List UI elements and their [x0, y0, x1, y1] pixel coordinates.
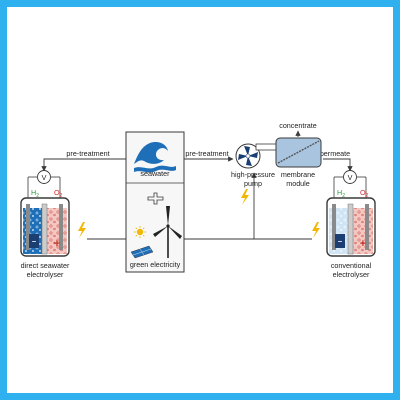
o2-label: O2	[360, 188, 369, 199]
conventional-electrolyser-label-line1: conventional	[331, 261, 372, 270]
pretreatment-right-label: pre-treatment	[185, 149, 228, 158]
permeate-label: permeate	[320, 149, 350, 158]
direct-seawater-electrolyser: V H2 O2 − +	[20, 170, 70, 257]
seawater-label: seawater	[140, 169, 170, 178]
svg-text:V: V	[348, 173, 353, 182]
anode-plus: +	[360, 238, 366, 250]
anode-plus: +	[54, 238, 60, 250]
plus-icon	[147, 192, 164, 205]
pump-icon	[235, 143, 277, 169]
pump-label-line2: pump	[244, 179, 262, 188]
wind-turbine-icon	[153, 206, 182, 258]
membrane-label-line2: module	[286, 179, 310, 188]
pretreatment-left-label: pre-treatment	[66, 149, 109, 158]
membrane-module	[275, 137, 322, 168]
conventional-electrolyser-label-line2: electrolyser	[333, 270, 370, 279]
solar-panel-icon	[130, 245, 154, 259]
sun-icon	[134, 226, 146, 238]
o2-label: O2	[54, 188, 63, 199]
pump-label-line1: high-pressure	[231, 170, 275, 179]
wave-icon	[134, 141, 176, 173]
flow-lines	[41, 130, 353, 240]
svg-text:V: V	[42, 173, 47, 182]
h2-label: H2	[31, 188, 39, 199]
green-electricity-label: green electricity	[130, 260, 181, 269]
concentrate-label: concentrate	[279, 121, 317, 130]
h2-label: H2	[337, 188, 345, 199]
conventional-electrolyser: V H2 O2 − +	[326, 170, 376, 257]
membrane-label-line1: membrane	[281, 170, 315, 179]
cathode-minus: −	[338, 237, 342, 246]
cathode-minus: −	[32, 237, 36, 246]
lightning-bolt-icon	[312, 222, 320, 238]
direct-electrolyser-label-line2: electrolyser	[27, 270, 64, 279]
direct-electrolyser-label-line1: direct seawater	[21, 261, 70, 270]
lightning-bolt-icon	[241, 189, 249, 205]
lightning-bolt-icon	[78, 222, 86, 238]
